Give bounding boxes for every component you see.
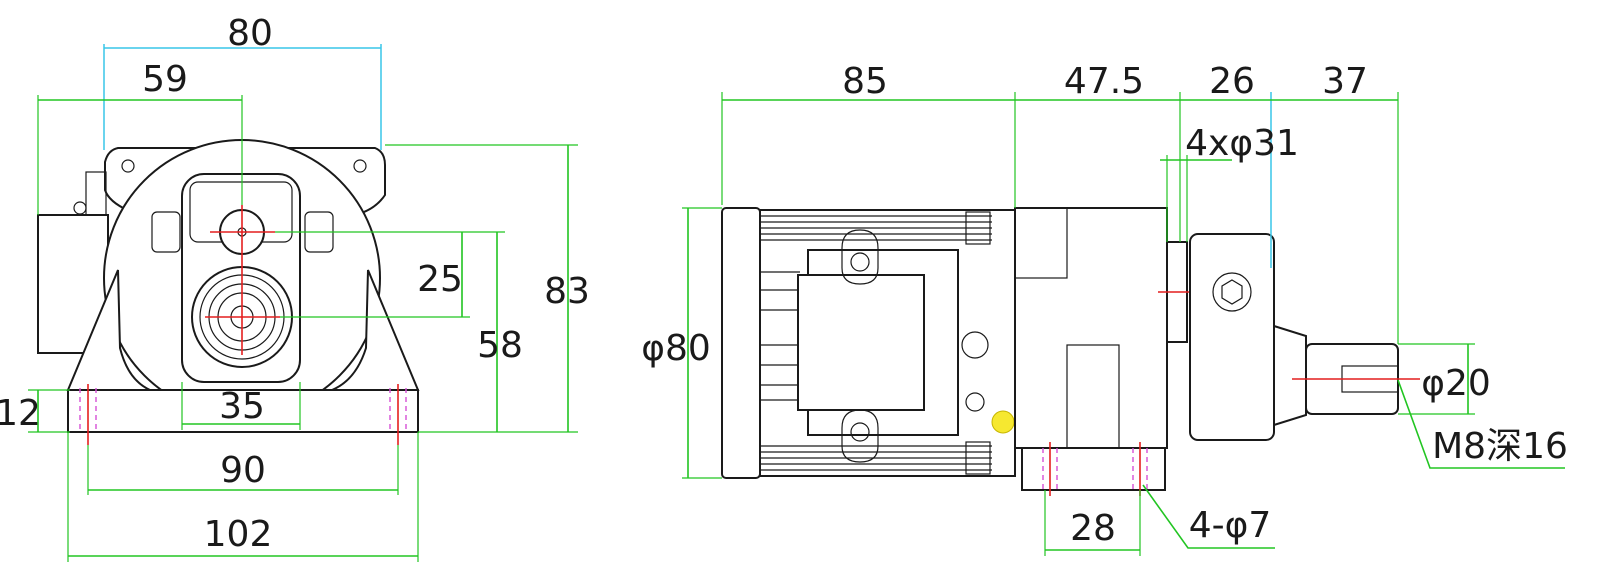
dim-25-label: 25: [417, 259, 463, 300]
side-plug: [961, 331, 989, 359]
dim-28-label: 28: [1070, 508, 1116, 549]
side-ground-screw: [965, 392, 985, 412]
side-clip-bottom: [965, 441, 991, 475]
dim-4phi7-label: 4-φ7: [1189, 505, 1272, 546]
side-screw-bottom: [850, 422, 870, 442]
flange-hole-left: [121, 159, 135, 173]
leader-4phi7: [1142, 484, 1275, 549]
side-view: [721, 207, 1420, 496]
side-screw-top: [850, 252, 870, 272]
dim-26-label: 26: [1209, 61, 1255, 102]
side-motor-fins-top: [760, 215, 992, 241]
side-clip-top: [965, 211, 991, 245]
front-base-plate: [67, 389, 419, 433]
terminal-screw: [73, 201, 87, 215]
dim-35-label: 35: [219, 386, 265, 427]
side-foot: [1021, 447, 1166, 491]
dim-20-label: φ20: [1421, 363, 1491, 404]
dim-102-label: 102: [204, 514, 273, 555]
front-terminal-stub: [85, 171, 107, 216]
dim-47-label: 47.5: [1064, 61, 1144, 102]
side-gearbox-step-top: [1014, 207, 1068, 279]
side-motor-fins-bottom: [760, 445, 992, 471]
hex-socket-icon: [1221, 279, 1243, 305]
front-view: [37, 139, 420, 445]
side-coupling-neck: [1273, 324, 1307, 427]
side-coupling-bolt: [1212, 272, 1252, 312]
side-cable-gland-bottom: [841, 409, 879, 463]
dim-m8-label: M8深16: [1432, 426, 1568, 467]
side-cable-gland-top: [841, 229, 879, 285]
dim-80d-label: φ80: [641, 328, 711, 369]
side-motor-fins-mid: [760, 271, 800, 401]
dim-83-label: 83: [544, 271, 590, 312]
flange-hole-right: [353, 159, 367, 173]
dim-31-label: 4xφ31: [1185, 123, 1299, 164]
leader-m8: [1397, 379, 1565, 469]
side-gearbox: [1014, 207, 1168, 449]
side-terminal-box: [797, 274, 925, 411]
dim-85-label: 85: [842, 61, 888, 102]
dim-37-label: 37: [1322, 61, 1368, 102]
ground-symbol-icon: [991, 410, 1015, 434]
dim-12-label: 12: [0, 393, 41, 434]
side-dimensions: 85 47.5 26 37 4xφ31 φ80 φ20 M8深16 28: [641, 61, 1568, 556]
front-dimensions: 80 59 83 58 25 35 12 90: [0, 13, 590, 562]
dim-58-label: 58: [477, 325, 523, 366]
dim-59-label: 59: [142, 59, 188, 100]
dim-90-label: 90: [220, 450, 266, 491]
side-coupling: [1189, 233, 1275, 441]
front-side-lug-left: [151, 211, 181, 253]
dim-80-label: 80: [227, 13, 273, 54]
side-motor-endcap: [721, 207, 761, 479]
